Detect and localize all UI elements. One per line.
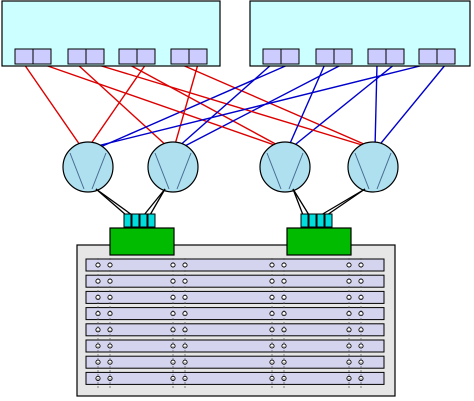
fc-switch[interactable] [259, 141, 311, 193]
switch-internal-link [288, 152, 304, 190]
fc-switch-body [147, 141, 199, 193]
host-adapter [109, 227, 175, 256]
switch-group [62, 141, 399, 193]
switch-internal-link [91, 152, 107, 190]
cable-group [23, 63, 447, 149]
drive-shelf[interactable] [85, 274, 385, 288]
switch-to-adapter-link [292, 188, 310, 216]
controller-port[interactable] [436, 48, 456, 65]
fc-switch[interactable] [62, 141, 114, 193]
drive-shelf[interactable] [85, 258, 385, 272]
controller-port[interactable] [85, 48, 105, 65]
switch-to-adapter-link [95, 188, 133, 216]
switch-internal-link [69, 152, 85, 190]
fc-cable [374, 63, 378, 149]
switch-to-adapter-link [143, 188, 166, 216]
drive-shelf[interactable] [85, 290, 385, 304]
drive-shelf[interactable] [85, 355, 385, 369]
drive-shelf-body [85, 307, 385, 321]
fc-cable [180, 63, 344, 149]
controller-group [1, 0, 471, 67]
controller-port[interactable] [280, 48, 300, 65]
fc-switch[interactable] [347, 141, 399, 193]
fc-cable [88, 63, 429, 149]
drive-shelf-body [85, 258, 385, 272]
adapter-port[interactable] [324, 213, 333, 228]
drive-shelf[interactable] [85, 323, 385, 337]
adapter-port[interactable] [316, 213, 325, 228]
controller-port[interactable] [262, 48, 282, 65]
drive-shelf-body [85, 339, 385, 353]
fc-cable [290, 63, 396, 149]
controller-port[interactable] [67, 48, 87, 65]
controller-port[interactable] [333, 48, 353, 65]
fc-switch-body [347, 141, 399, 193]
fc-cable [176, 63, 273, 149]
controller-port[interactable] [170, 48, 190, 65]
fc-switch-body [259, 141, 311, 193]
adapter-group [95, 188, 366, 256]
switch-internal-link [354, 152, 370, 190]
fc-switch-body [62, 141, 114, 193]
adapter-port[interactable] [308, 213, 317, 228]
adapter-port[interactable] [139, 213, 148, 228]
controller-port[interactable] [418, 48, 438, 65]
fc-cable [127, 63, 284, 149]
drive-shelf[interactable] [85, 307, 385, 321]
fc-cable [87, 63, 147, 149]
switch-internal-link [176, 152, 192, 190]
fc-cable [23, 63, 83, 149]
adapter-port[interactable] [147, 213, 156, 228]
drive-shelf[interactable] [85, 339, 385, 353]
fc-cable [94, 63, 373, 149]
fc-cable [287, 63, 326, 149]
switch-to-adapter-link [149, 188, 166, 216]
drive-shelf-body [85, 274, 385, 288]
fc-switch[interactable] [147, 141, 199, 193]
adapter-port[interactable] [300, 213, 309, 228]
controller-port[interactable] [118, 48, 138, 65]
controller-port[interactable] [367, 48, 387, 65]
drive-shelf-body [85, 371, 385, 385]
drive-enclosure [76, 244, 396, 397]
controller-port[interactable] [385, 48, 405, 65]
fc-cable [376, 63, 447, 149]
controller-port[interactable] [32, 48, 52, 65]
switch-internal-link [376, 152, 392, 190]
switch-internal-link [154, 152, 170, 190]
drive-shelf[interactable] [85, 371, 385, 385]
switch-to-adapter-link [326, 188, 366, 216]
fc-cable [76, 63, 170, 149]
controller-port[interactable] [188, 48, 208, 65]
fc-cable [41, 63, 284, 149]
fc-cable [97, 63, 291, 149]
controller-port[interactable] [315, 48, 335, 65]
drive-shelf-body [85, 290, 385, 304]
adapter-port[interactable] [123, 213, 132, 228]
adapter-port[interactable] [131, 213, 140, 228]
drive-shelf-body [85, 323, 385, 337]
switch-internal-link [266, 152, 282, 190]
controller-port[interactable] [136, 48, 156, 65]
host-adapter [286, 227, 352, 256]
drive-shelf-body [85, 355, 385, 369]
switch-to-adapter-link [292, 188, 304, 216]
fc-cable [173, 63, 199, 149]
fc-cable [179, 63, 374, 149]
controller-port[interactable] [14, 48, 34, 65]
